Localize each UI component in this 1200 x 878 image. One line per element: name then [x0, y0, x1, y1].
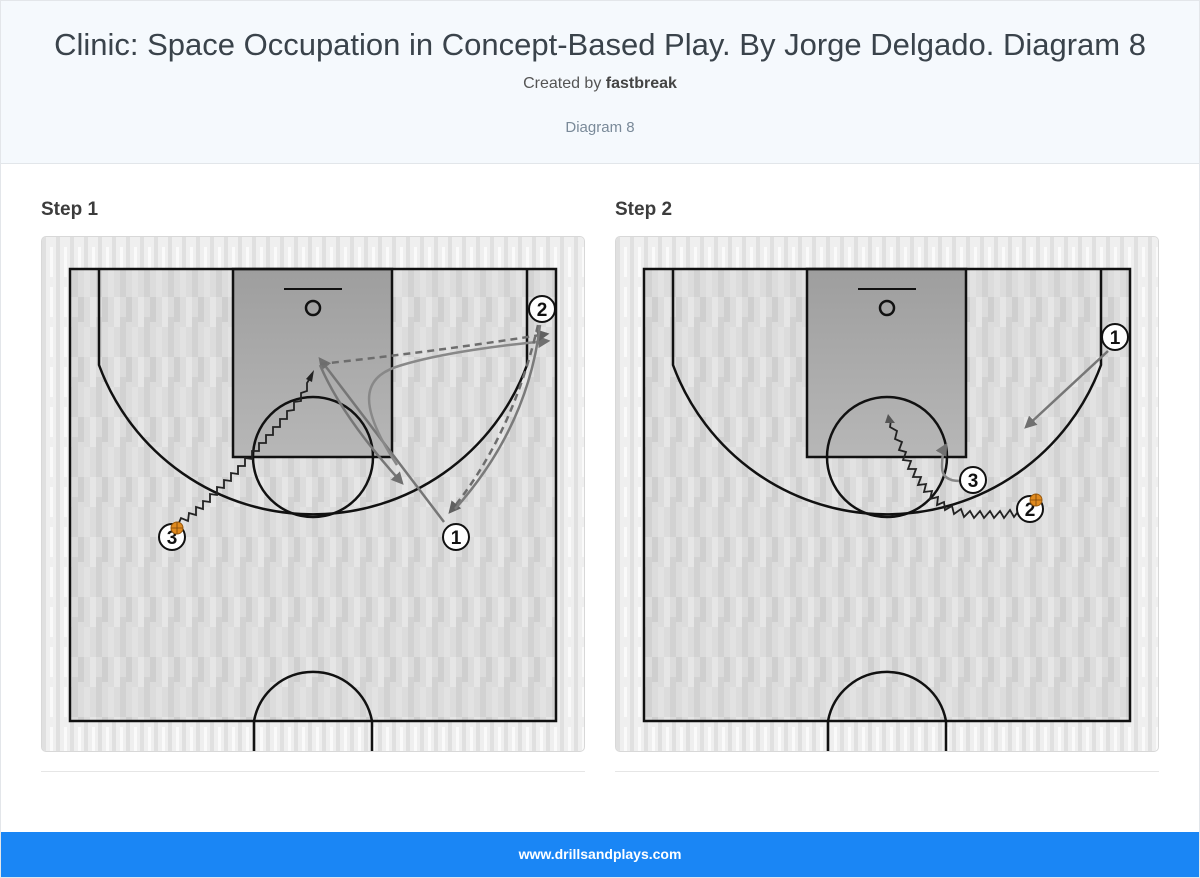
basket-rim [304, 299, 322, 317]
step-1-divider [41, 771, 585, 772]
step-2-diagram: 1 2 3 [616, 237, 1158, 751]
player-1[interactable]: 1 [1101, 323, 1129, 351]
footer-site-link[interactable]: www.drillsandplays.com [518, 846, 682, 862]
dribble-line-player-2 [889, 419, 1031, 520]
page-title: Clinic: Space Occupation in Concept-Base… [54, 27, 1146, 62]
player-2[interactable]: 2 [528, 295, 556, 323]
page-header: Clinic: Space Occupation in Concept-Base… [1, 1, 1199, 164]
player-2-number: 2 [537, 300, 548, 321]
diagram-subtitle: Diagram 8 [565, 119, 635, 136]
basketball-icon [170, 521, 184, 535]
step-2-divider [615, 771, 1159, 772]
pass-line-to-2 [319, 329, 550, 366]
player-2-number: 2 [1025, 500, 1036, 521]
basketball-icon [1029, 493, 1043, 507]
paint-area [233, 269, 392, 457]
step-2-court: 1 2 3 [615, 236, 1159, 752]
created-by-label: Created by [523, 75, 602, 92]
author-link[interactable]: fastbreak [605, 75, 677, 92]
step-2-label: Step 2 [615, 199, 673, 220]
court-lines [68, 267, 558, 751]
dribble-arrowhead [885, 414, 895, 423]
player-3-number: 3 [167, 528, 178, 549]
step-1-diagram: 1 2 3 [42, 237, 584, 751]
player-3[interactable]: 3 [959, 466, 987, 494]
pass-line-to-1 [448, 324, 540, 514]
player-1-number: 1 [1110, 328, 1121, 349]
dribble-arrowhead [306, 370, 314, 382]
paint-area [807, 269, 966, 457]
cut-line-player-1b [318, 364, 404, 485]
cut-line-player-1 [1024, 350, 1109, 429]
curl-cut-line [367, 335, 551, 466]
player-3-number: 3 [968, 471, 979, 492]
step-1-label: Step 1 [41, 199, 99, 220]
player-1-number: 1 [451, 528, 462, 549]
cut-line-player-2 [454, 324, 542, 510]
court-lines [642, 267, 1132, 751]
player-1[interactable]: 1 [442, 523, 470, 551]
byline: Created by fastbreak [1, 75, 1199, 93]
site-footer: www.drillsandplays.com [1, 832, 1199, 877]
step-1-court: 1 2 3 [41, 236, 585, 752]
basket-rim [878, 299, 896, 317]
cut-line-player-3 [935, 442, 961, 483]
dribble-line-player-3 [177, 374, 313, 526]
